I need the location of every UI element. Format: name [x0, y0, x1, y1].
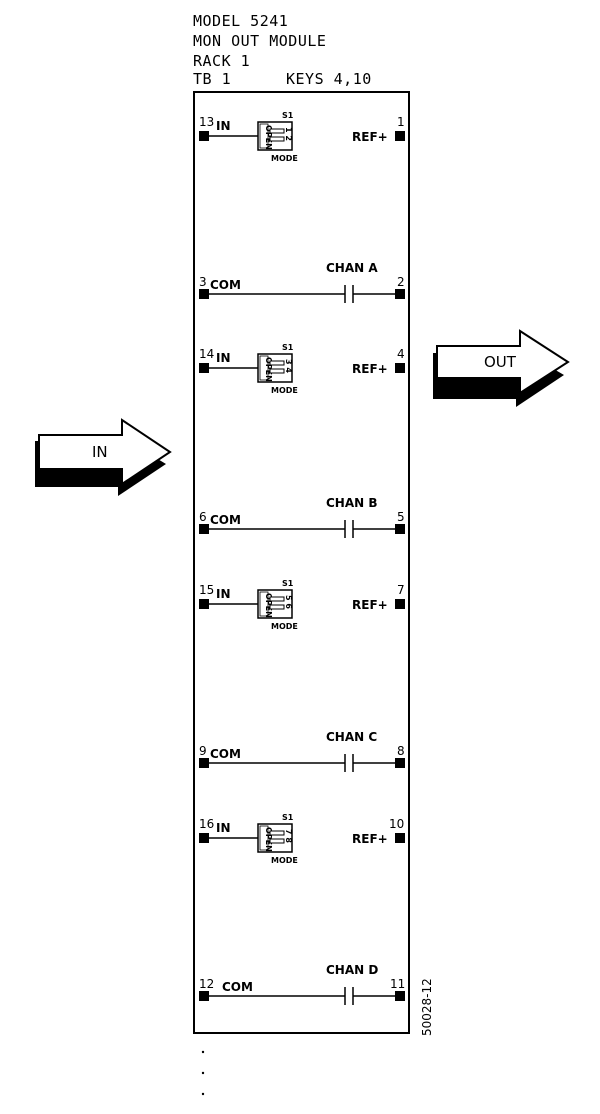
dip-position-label: 5 6	[284, 595, 293, 609]
dip-slider	[269, 830, 285, 836]
ref-label: REF+	[352, 832, 388, 846]
switch-label: S1	[282, 111, 294, 120]
module-label: MON OUT MODULE	[193, 32, 327, 50]
dip-slider	[269, 360, 285, 366]
dip-position-label: 7 8	[284, 829, 293, 843]
dip-slider	[269, 838, 285, 844]
dip-slider	[269, 604, 285, 610]
dip-open-label: OPEN	[264, 593, 273, 618]
terminal-number: 6	[199, 510, 207, 524]
terminal-ref	[395, 131, 405, 141]
terminal-ref	[395, 599, 405, 609]
terminal-number: 15	[199, 583, 214, 597]
terminal-number: 7	[397, 583, 405, 597]
in-arrow: IN	[35, 418, 172, 496]
dip-slider	[269, 128, 285, 134]
out-arrow-label: OUT	[484, 353, 517, 371]
com-label: COM	[222, 980, 253, 994]
com-label: COM	[210, 513, 241, 527]
com-label: COM	[210, 278, 241, 292]
dip-open-strip	[259, 591, 269, 617]
dip-slider	[269, 596, 285, 602]
dip-slider	[269, 136, 285, 142]
mode-label: MODE	[271, 154, 298, 163]
in-label: IN	[216, 351, 231, 365]
terminal-number: 8	[397, 744, 405, 758]
chan-label: CHAN A	[326, 261, 378, 275]
in-label: IN	[216, 119, 231, 133]
continuation-dot	[201, 1050, 205, 1054]
ref-label: REF+	[352, 130, 388, 144]
module-outline	[193, 91, 410, 1034]
dip-open-strip	[259, 123, 269, 149]
switch-label: S1	[282, 579, 294, 588]
dip-open-strip	[259, 825, 269, 851]
dip-position-label: 1 2	[284, 127, 293, 141]
terminal-number: 12	[199, 977, 214, 991]
in-label: IN	[216, 821, 231, 835]
model-label: MODEL 5241	[193, 12, 289, 30]
chan-label: CHAN C	[326, 730, 377, 744]
terminal-number: 1	[397, 115, 405, 129]
terminal-ref	[395, 833, 405, 843]
terminal-number: 14	[199, 347, 214, 361]
terminal-number: 5	[397, 510, 405, 524]
terminal-number: 2	[397, 275, 405, 289]
terminal-number: 11	[390, 977, 405, 991]
terminal-number: 9	[199, 744, 207, 758]
continuation-dot	[201, 1071, 205, 1075]
switch-label: S1	[282, 813, 294, 822]
terminal-number: 13	[199, 115, 214, 129]
terminal-number: 16	[199, 817, 214, 831]
terminal-ref	[395, 363, 405, 373]
tb-label: TB 1	[193, 70, 232, 88]
dip-slider	[269, 368, 285, 374]
dip-open-label: OPEN	[264, 357, 273, 382]
out-arrow: OUT	[433, 329, 570, 407]
keys-label: KEYS 4,10	[286, 70, 372, 88]
rack-label: RACK 1	[193, 52, 251, 70]
in-arrow-label: IN	[92, 443, 108, 461]
ref-label: REF+	[352, 598, 388, 612]
drawing-number: 50028-12	[420, 978, 434, 1036]
switch-label: S1	[282, 343, 294, 352]
mode-label: MODE	[271, 856, 298, 865]
continuation-dot	[201, 1092, 205, 1096]
channel-block: 12 COM CHAN D 11	[199, 963, 405, 1005]
terminal-number: 10	[389, 817, 404, 831]
mode-label: MODE	[271, 622, 298, 631]
dip-open-label: OPEN	[264, 125, 273, 150]
dip-open-strip	[259, 355, 269, 381]
terminal-number: 3	[199, 275, 207, 289]
ref-label: REF+	[352, 362, 388, 376]
dip-position-label: 3 4	[284, 359, 293, 373]
dip-open-label: OPEN	[264, 827, 273, 852]
chan-label: CHAN D	[326, 963, 378, 977]
mode-label: MODE	[271, 386, 298, 395]
terminal-number: 4	[397, 347, 405, 361]
chan-label: CHAN B	[326, 496, 378, 510]
in-label: IN	[216, 587, 231, 601]
com-label: COM	[210, 747, 241, 761]
